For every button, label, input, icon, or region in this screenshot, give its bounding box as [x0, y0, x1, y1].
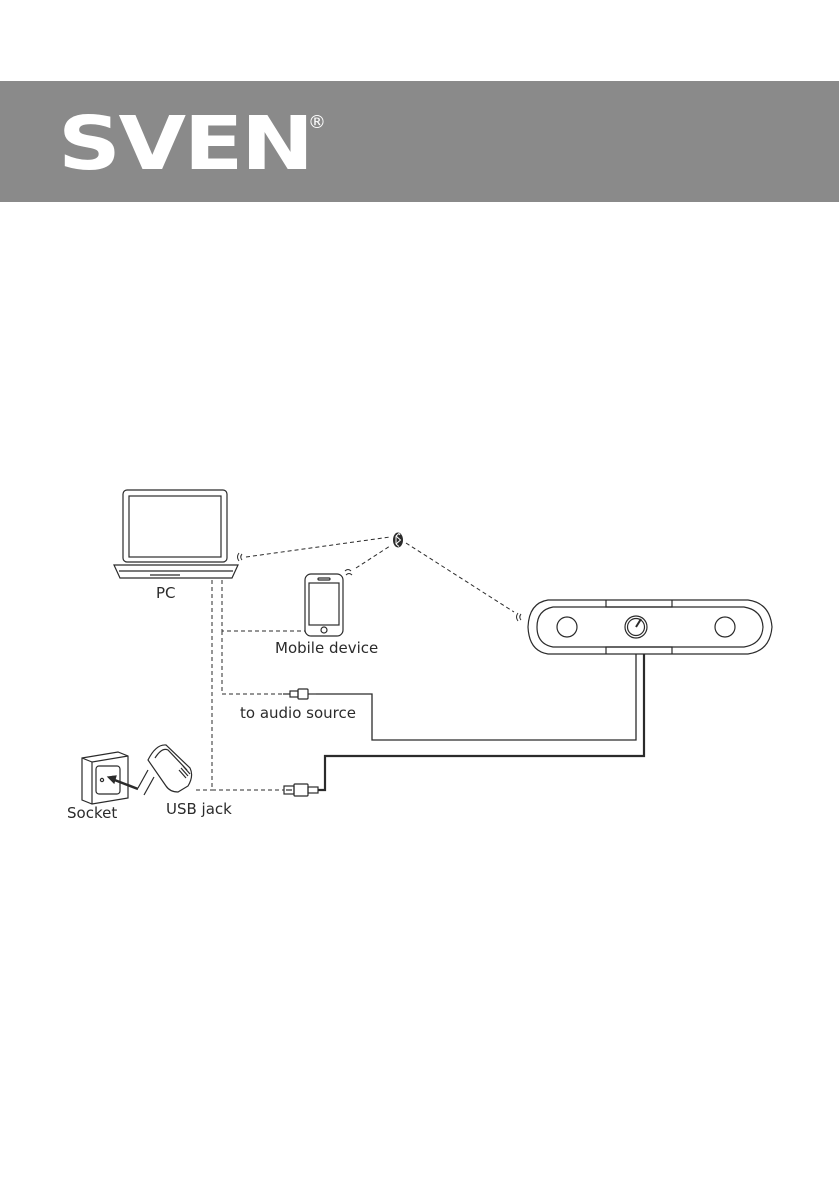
label-audio-source: to audio source [240, 704, 356, 722]
wireless-signal-icon [238, 553, 522, 621]
laptop-icon [114, 490, 238, 578]
label-mobile-device: Mobile device [275, 639, 378, 657]
label-pc: PC [156, 584, 176, 602]
smartphone-icon [305, 574, 343, 636]
usb-power-adapter-icon [138, 745, 192, 795]
wireless-link-pc [246, 537, 390, 557]
usb-plug-icon [284, 784, 318, 796]
label-socket: Socket [67, 804, 117, 822]
wireless-link-speaker [406, 543, 514, 612]
plug-in-arrow [112, 779, 138, 789]
soundbar-speaker-icon [528, 600, 772, 654]
label-usb-jack: USB jack [166, 800, 232, 818]
wall-socket-icon [82, 752, 128, 804]
pc-to-phone-link [222, 580, 305, 631]
bluetooth-icon [393, 533, 403, 548]
audio-jack-icon [283, 689, 316, 699]
pc-to-usb-link [212, 580, 284, 790]
usb-cable [318, 654, 644, 790]
wireless-link-phone [356, 546, 390, 568]
audio-cable [316, 654, 636, 740]
